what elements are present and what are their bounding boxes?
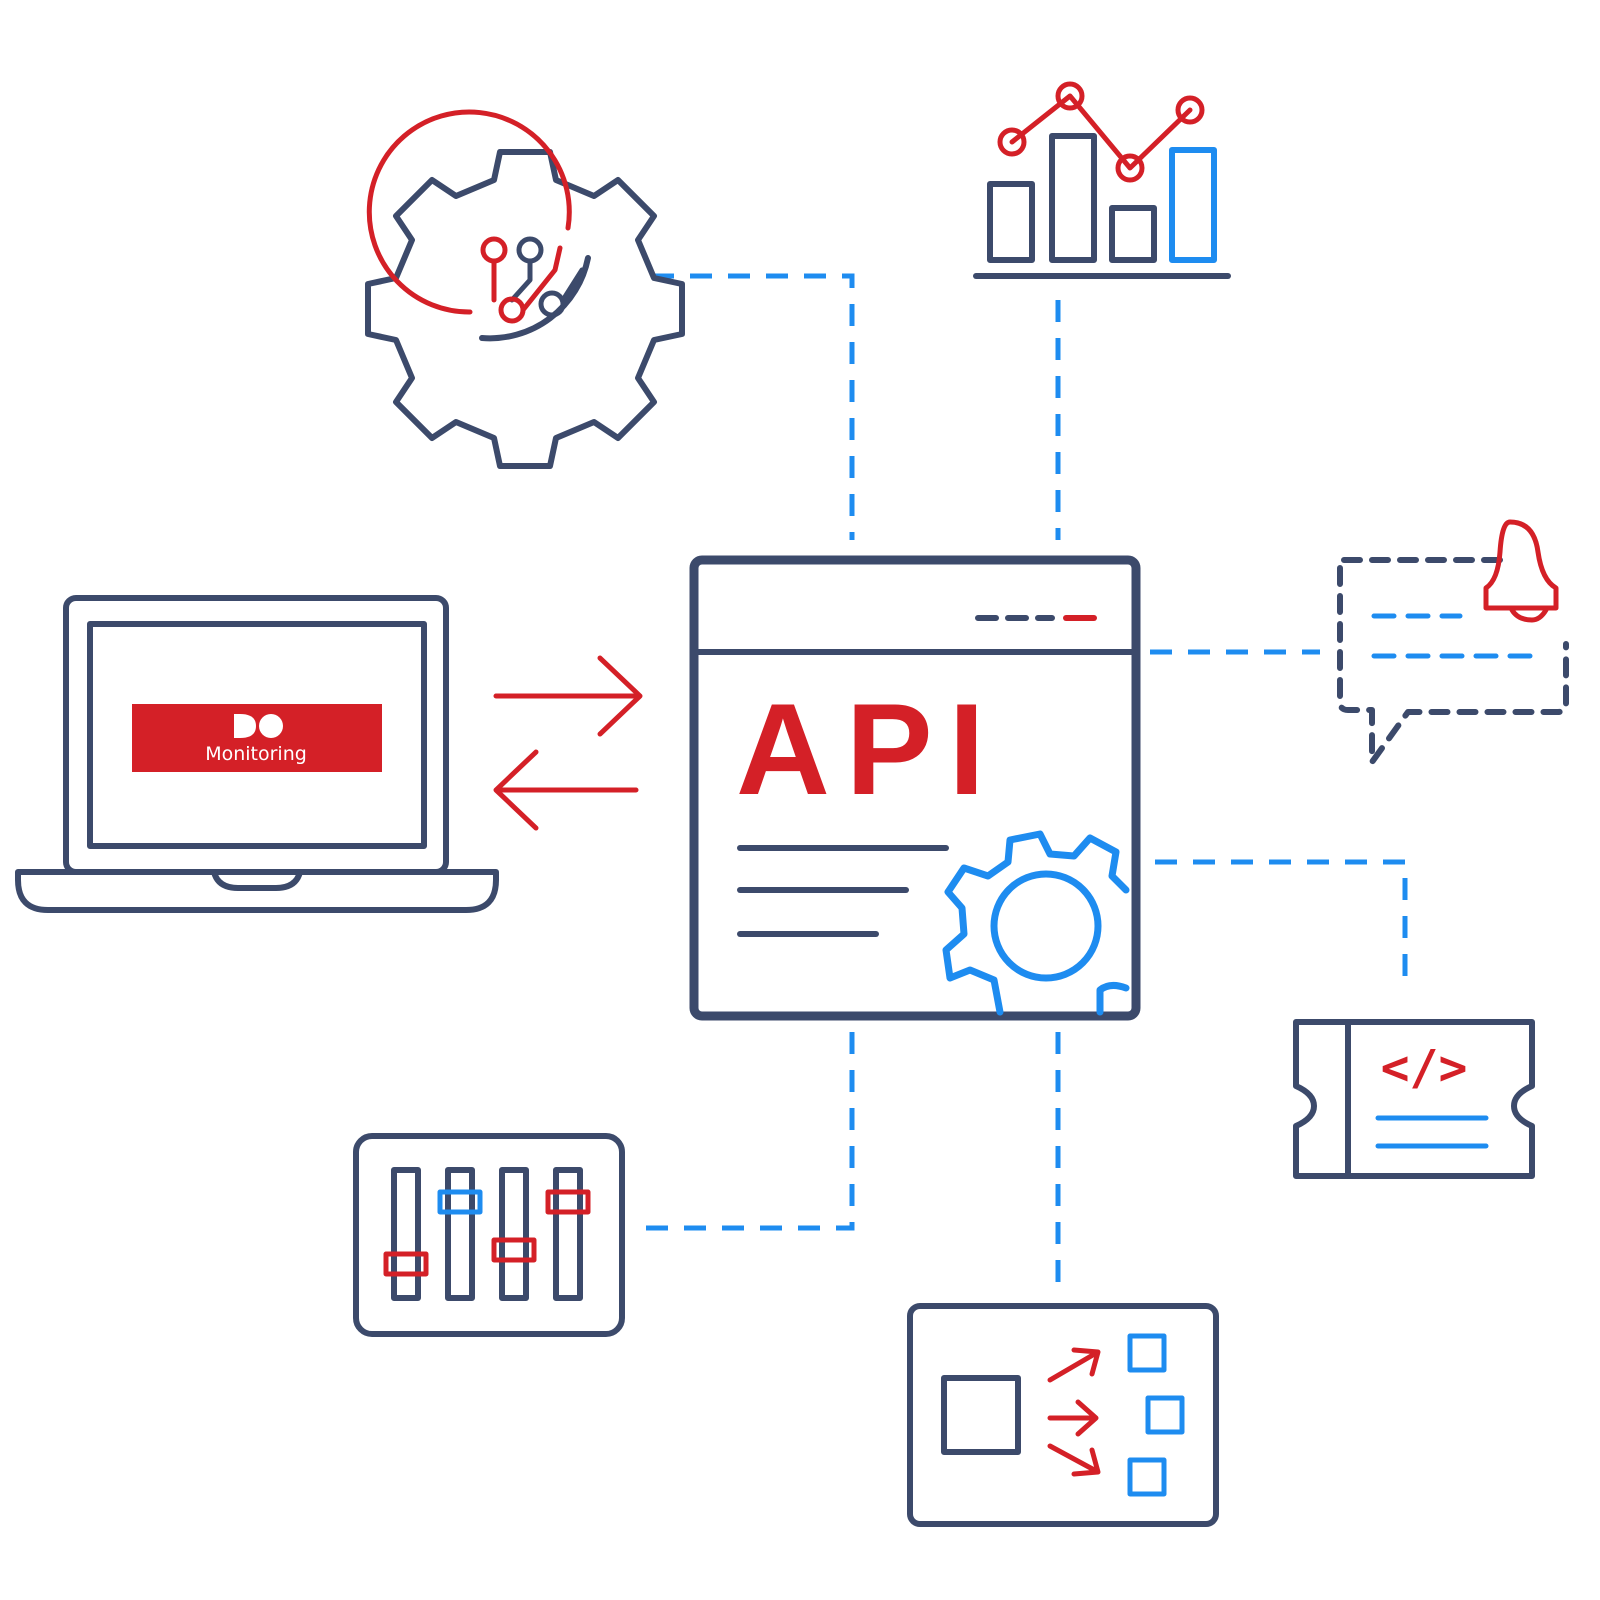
chart-point xyxy=(1175,95,1205,125)
slider-knob xyxy=(437,1189,483,1215)
connector-code xyxy=(1155,859,1408,990)
connectors xyxy=(640,273,1408,1282)
chart-point xyxy=(1055,81,1085,111)
api-label: API xyxy=(736,676,1001,822)
chart-bar xyxy=(987,181,1035,263)
workflow-node xyxy=(1127,1457,1167,1497)
slider-knob xyxy=(383,1251,429,1277)
laptop-icon: Monitoring xyxy=(15,595,499,913)
logo-text: Monitoring xyxy=(205,743,307,765)
api-gear-icon xyxy=(942,830,1130,1016)
code-ticket-icon: </> xyxy=(1293,1019,1535,1179)
logo-mark-o xyxy=(259,714,283,738)
workflow-icon xyxy=(907,1303,1219,1527)
workflow-node xyxy=(1127,1333,1167,1373)
api-window: API xyxy=(689,555,1141,1021)
connector-gear xyxy=(652,273,855,540)
chart-bar xyxy=(1169,147,1217,263)
exchange-arrows-icon xyxy=(493,655,643,831)
connector-sliders xyxy=(640,1032,855,1231)
monitoring-logo xyxy=(132,704,382,772)
slider-knob xyxy=(545,1189,591,1215)
bar-line-chart-icon xyxy=(973,81,1231,279)
chart-point xyxy=(997,127,1027,157)
logo-mark-d xyxy=(234,714,256,738)
chart-point xyxy=(1115,153,1145,183)
sliders-icon xyxy=(353,1133,625,1337)
slider-knob xyxy=(491,1237,537,1263)
chat-bell-icon xyxy=(1337,519,1569,765)
gear-circuit-icon xyxy=(365,109,685,469)
code-symbol: </> xyxy=(1381,1040,1468,1096)
workflow-node xyxy=(1145,1395,1185,1435)
chart-bar xyxy=(1109,205,1157,263)
chart-bar xyxy=(1049,133,1097,263)
